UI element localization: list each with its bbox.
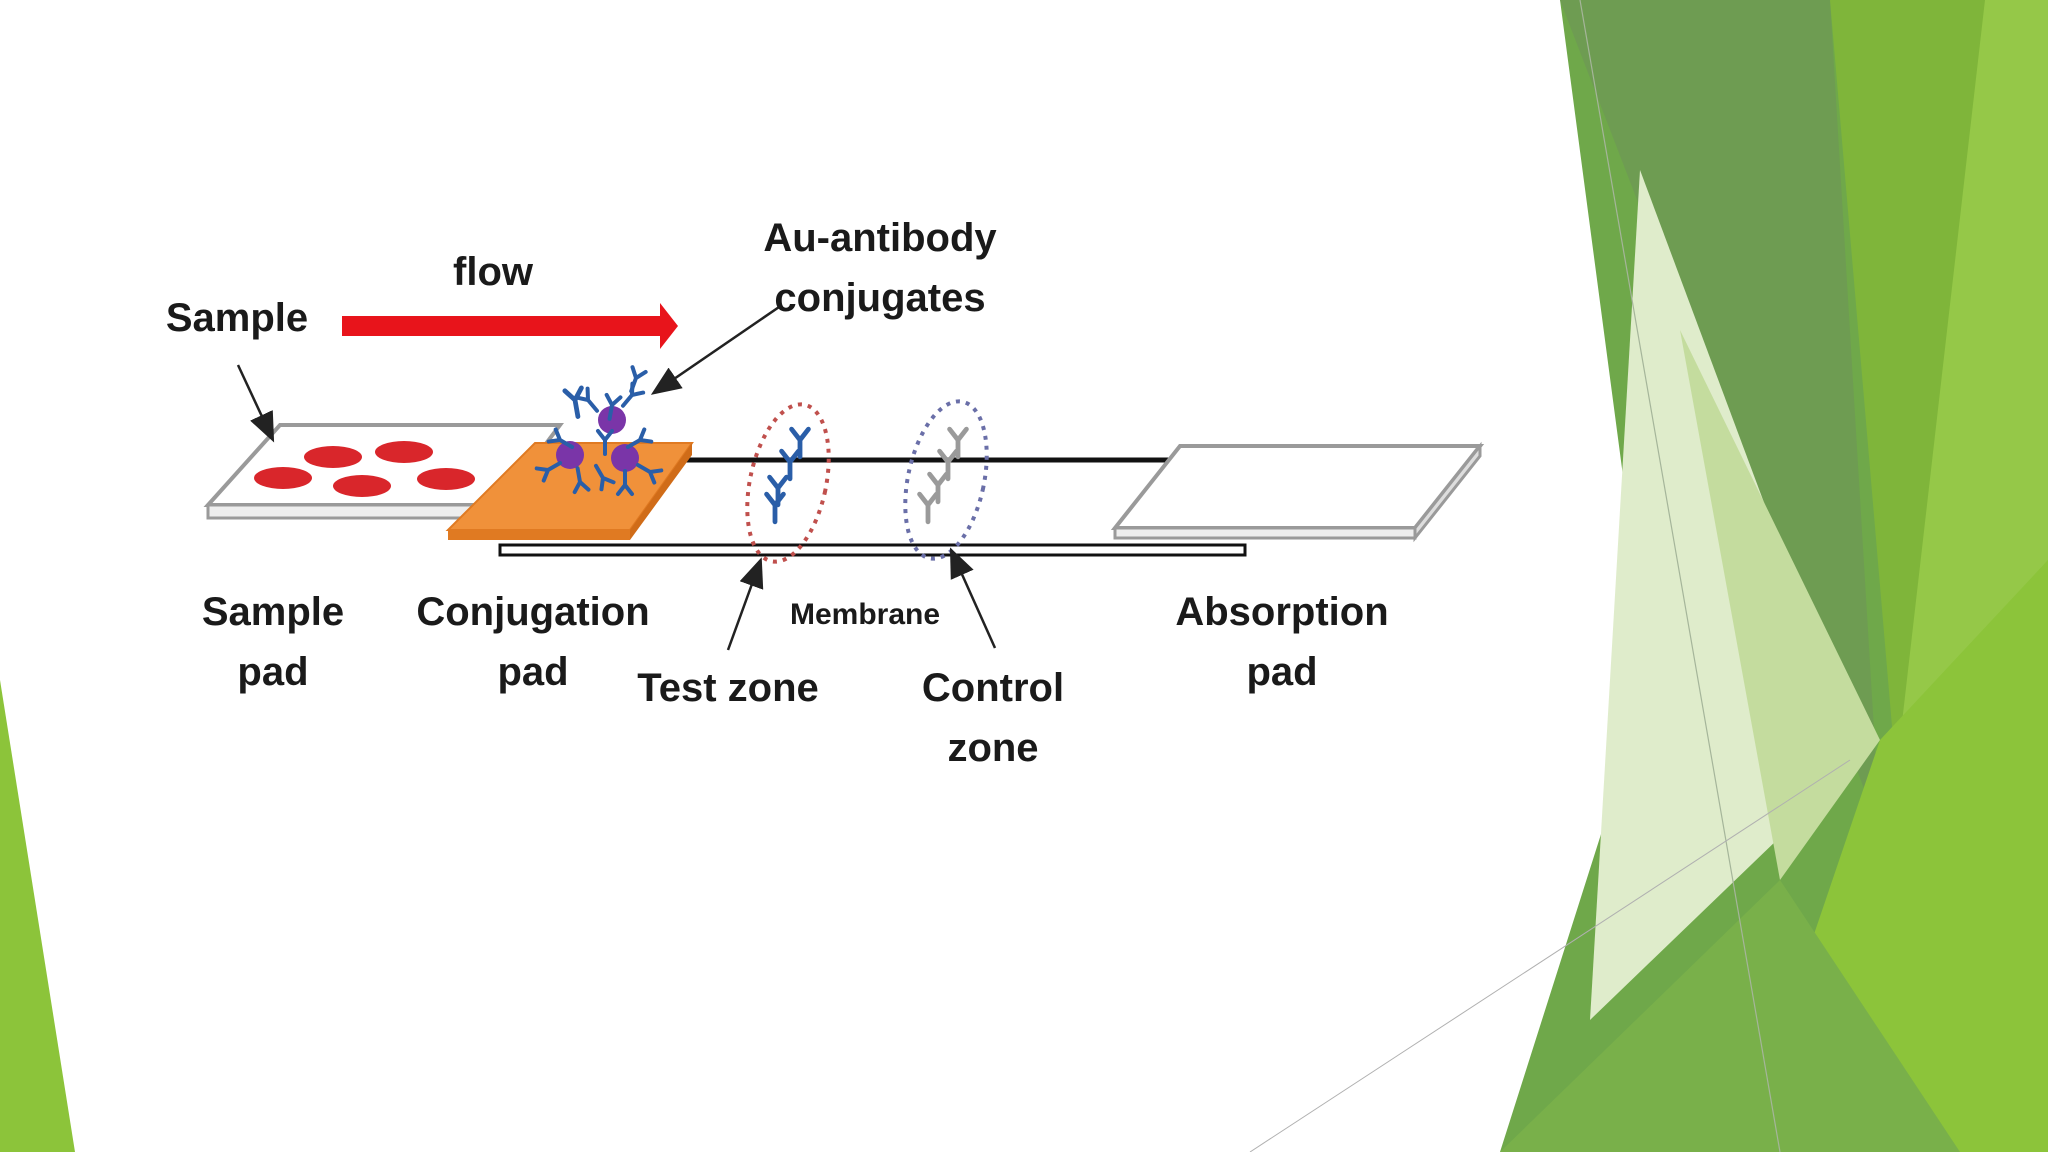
control-zone-pointer — [949, 547, 997, 649]
sample-pad-label: Sample pad — [201, 590, 345, 694]
au-antibody-label: Au-antibody conjugates — [763, 216, 997, 320]
control-zone-label: Control zone — [921, 666, 1065, 770]
thin-line-2 — [1249, 759, 1851, 1152]
absorption-pad — [1110, 441, 1485, 543]
pale-shard-2 — [1680, 330, 1880, 880]
test-zone-label: Test zone — [637, 666, 819, 710]
bottom-mid-shard — [1500, 880, 1960, 1152]
flow-arrow — [342, 303, 678, 349]
conjugate-pointer — [650, 303, 783, 395]
au-antibody-cluster — [534, 365, 664, 496]
sample-particles — [254, 441, 475, 497]
membrane-strip — [498, 457, 1247, 557]
pointer-arrows — [236, 303, 997, 651]
absorption-pad-label: Absorption pad — [1175, 590, 1389, 694]
flow-label: flow — [453, 250, 533, 294]
thin-line-1 — [1579, 0, 1781, 1152]
sample-label: Sample — [165, 296, 309, 340]
control-zone — [903, 399, 989, 561]
right-light-shard — [1900, 0, 2048, 740]
test-zone-pointer — [726, 557, 764, 651]
membrane-label: Membrane — [789, 598, 941, 631]
left-green-shape — [0, 680, 75, 1152]
sample-pointer — [236, 364, 275, 443]
test-zone — [745, 402, 831, 564]
conjugation-pad-label: Conjugation pad — [416, 590, 650, 694]
